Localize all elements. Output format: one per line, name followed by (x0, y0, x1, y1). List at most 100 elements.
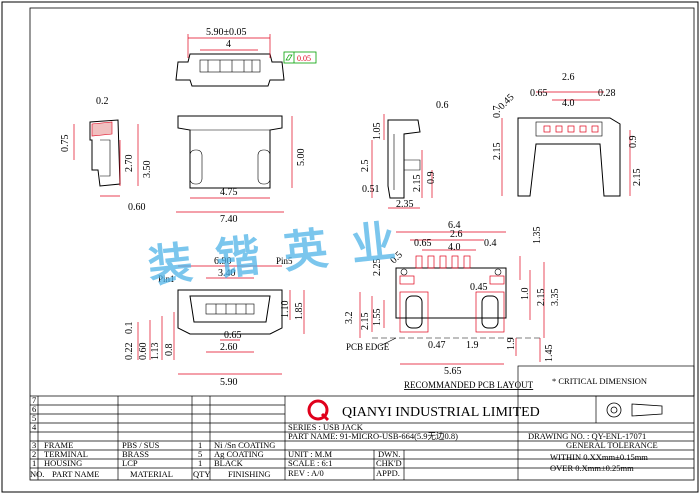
dim-pcb-t: 5.65 (444, 366, 462, 377)
dim-pcb-a: 6.4 (448, 220, 461, 231)
bom-no-1: 1 (32, 458, 36, 468)
pcb-layout-caption: RECOMMANDED PCB LAYOUT (404, 380, 534, 390)
bom-header-finish: FINISHING (228, 469, 271, 479)
company-logo (307, 399, 329, 421)
bom-material-1: LCP (122, 458, 138, 468)
dim-mid-b: 1.05 (372, 123, 383, 141)
chkd-label: CHK'D (376, 458, 402, 468)
dim-pcb-b: 2.6 (450, 229, 463, 240)
dim-end-d: 1.13 (150, 343, 161, 361)
bom-no-4: 4 (32, 422, 37, 432)
watermark: 装锴英业 (146, 214, 422, 293)
dim-right-c: 2.6 (562, 72, 575, 83)
dim-pcb-d: 4.0 (448, 242, 461, 253)
dim-front-total: 7.40 (220, 214, 238, 225)
dim-pcb-o: 1.55 (372, 309, 383, 327)
dim-pcb-q: 1.9 (466, 340, 479, 351)
side-view-left: 0.2 0.75 2.70 3.50 0.60 (60, 96, 153, 213)
dim-pcb-r: 1.9 (506, 338, 517, 351)
dim-pcb-s: 1.45 (544, 345, 555, 363)
scale: SCALE : 6:1 (288, 458, 332, 468)
bom-finish-1: BLACK (214, 458, 244, 468)
bom-header-no: NO. (30, 469, 44, 479)
label-pcb-edge: PCB EDGE (346, 342, 390, 352)
dim-pcb-k: 2.15 (536, 289, 547, 307)
bom-no-7: 7 (32, 395, 36, 405)
series: SERIES : USB JACK (288, 422, 364, 432)
company-name: QIANYI INDUSTRIAL LIMITED (342, 405, 540, 420)
pcb-layout-view: 6.4 2.6 0.65 4.0 0.4 1.35 2.25 0.5 0.45 … (344, 220, 561, 390)
dim-end-w1: 6.90 (214, 256, 232, 267)
dim-pcb-n: 2.15 (360, 313, 371, 331)
dim-left-c: 2.70 (124, 155, 135, 173)
dim-front-pin: 4.75 (220, 187, 238, 198)
dim-mid-a: 0.6 (436, 100, 449, 111)
dim-top-inner: 4 (226, 39, 231, 50)
bom-header-part: PART NAME (52, 469, 99, 479)
dwn-label: DWN. (378, 449, 400, 459)
top-view: 5.90±0.05 4 0.05 (175, 27, 317, 87)
bom-header-material: MATERIAL (130, 469, 173, 479)
appd-label: APPD. (376, 468, 400, 478)
dim-left-a: 0.2 (96, 96, 109, 107)
dim-mid-c: 2.5 (360, 160, 371, 173)
dim-pcb-g: 2.25 (372, 259, 383, 277)
dim-left-e: 0.60 (128, 202, 146, 213)
dim-right-g: 2.15 (492, 143, 503, 161)
bom-no-2: 2 (32, 449, 36, 459)
dim-end-a: 0.22 (124, 343, 135, 361)
dim-pcb-e: 0.4 (484, 238, 497, 249)
dim-end-c: 0.60 (138, 343, 149, 361)
bom-no-3: 3 (32, 440, 36, 450)
bom-finish-3: Ni /Sn COATING (214, 440, 275, 450)
dim-end-h2: 1.85 (294, 303, 305, 321)
bom-material-2: BRASS (122, 449, 149, 459)
dim-end-q: 2.60 (220, 342, 238, 353)
dim-pcb-c: 0.65 (414, 238, 432, 249)
dim-end-w2: 3.40 (218, 268, 236, 279)
dim-right-i: 2.15 (632, 169, 643, 187)
dim-pcb-f: 1.35 (532, 227, 543, 245)
dim-pcb-j: 1.0 (520, 288, 531, 301)
bom-material-3: PBS / SUS (122, 440, 160, 450)
dim-mid-f: 0.51 (362, 184, 380, 195)
bom-qty-3: 1 (198, 440, 202, 450)
dim-right-d: 0.65 (530, 88, 548, 99)
sheet-inner-border (29, 7, 695, 481)
dim-right-b: 0.7 (492, 106, 503, 119)
dim-pcb-p: 0.47 (428, 340, 446, 351)
bom-no-5: 5 (32, 413, 36, 423)
dim-right-h: 0.9 (628, 136, 639, 149)
tolerance-over: OVER 0.Xmm±0.25mm (550, 463, 634, 473)
dim-left-b: 0.75 (60, 135, 71, 153)
dim-pcb-i: 0.45 (470, 282, 488, 293)
title-block: 7 6 5 4 3 FRAME PBS / SUS 1 Ni /Sn COATI… (30, 395, 694, 480)
dim-pcb-m: 3.2 (344, 312, 355, 325)
bom-qty-1: 1 (198, 458, 202, 468)
dim-end-p: 0.65 (224, 330, 242, 341)
dim-end-b: 0.1 (124, 322, 135, 335)
dim-end-h1: 1.10 (280, 301, 291, 319)
dim-end-e: 0.8 (164, 344, 175, 357)
label-pin5: Pin5 (276, 256, 293, 266)
bom-part-3: FRAME (44, 440, 73, 450)
dim-right-f: 0.28 (598, 88, 616, 99)
unit: UNIT : M.M (288, 449, 332, 459)
part-name: PART NAME: 91-MICRO-USB-664(5.9无边0.8) (288, 431, 458, 441)
front-view: 4.75 7.40 5.00 (176, 115, 307, 225)
critical-note: * CRITICAL DIMENSION (552, 376, 647, 386)
bom-header-qty: QTY (193, 469, 210, 479)
revision: REV : A/0 (288, 468, 324, 478)
dim-end-w3: 5.90 (220, 377, 238, 388)
dim-pcb-l: 3.35 (550, 289, 561, 307)
general-tolerance: GENERAL TOLERANCE (566, 440, 658, 450)
dim-front-height: 5.00 (296, 149, 307, 167)
flatness-tolerance: 0.05 (297, 54, 311, 63)
dim-left-d: 3.50 (142, 161, 153, 179)
drawing-number: DRAWING NO. : QY-ENL-17071 (528, 431, 646, 441)
dim-mid-d: 2.15 (412, 175, 423, 193)
bom-qty-2: 5 (198, 449, 202, 459)
dim-mid-e: 0.9 (426, 172, 437, 185)
